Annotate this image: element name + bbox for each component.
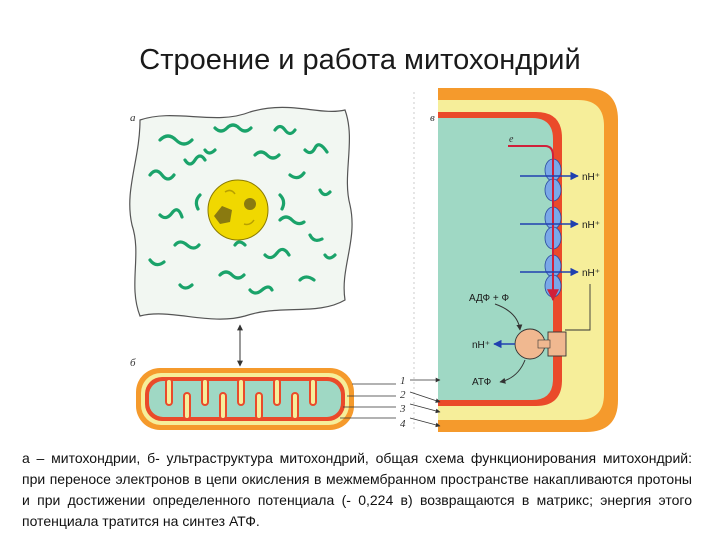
page-title: Строение и работа митохондрий — [139, 44, 581, 76]
layer-label-2: 2 — [400, 389, 406, 401]
proton-label-3: nH⁺ — [582, 268, 600, 279]
proton-pump-arrows — [520, 171, 579, 277]
matrix-area — [438, 118, 553, 400]
panel-label-b: б — [130, 357, 136, 369]
layer-label-1: 1 — [400, 375, 406, 387]
panel-label-a: а — [130, 112, 136, 124]
panel-a-matrix — [129, 106, 353, 320]
proton-label-1: nH⁺ — [582, 172, 600, 183]
atp-label: АТФ — [472, 377, 492, 388]
layer-pointer-arrows — [409, 377, 441, 428]
cristae — [165, 378, 317, 420]
electron-transfer-arrow — [508, 145, 559, 302]
electron-label: е — [509, 134, 514, 145]
adp-arrow — [494, 303, 523, 331]
panel-v-scheme — [413, 88, 618, 432]
proton-return-label: nH⁺ — [472, 340, 490, 351]
panel-label-v: в — [430, 112, 435, 124]
proton-return-path — [565, 284, 591, 331]
nucleoid — [207, 179, 269, 241]
adp-label: АДФ + Ф — [469, 293, 510, 304]
layer-label-4: 4 — [400, 418, 406, 430]
mitochondria-diagram: а б в е 1 2 3 4 nH⁺ nH⁺ nH⁺ АДФ + Ф nH⁺ … — [129, 88, 618, 432]
proton-label-2: nH⁺ — [582, 220, 600, 231]
layer-label-3: 3 — [399, 403, 406, 415]
layer-leaders — [340, 383, 396, 419]
figure-caption: а – митохондрии, б- ультраструктура мито… — [22, 450, 692, 529]
atp-synthase — [514, 328, 567, 360]
dna-strands — [148, 123, 337, 295]
atp-arrow — [499, 359, 526, 384]
panel-b-mitochondrion — [136, 368, 354, 430]
